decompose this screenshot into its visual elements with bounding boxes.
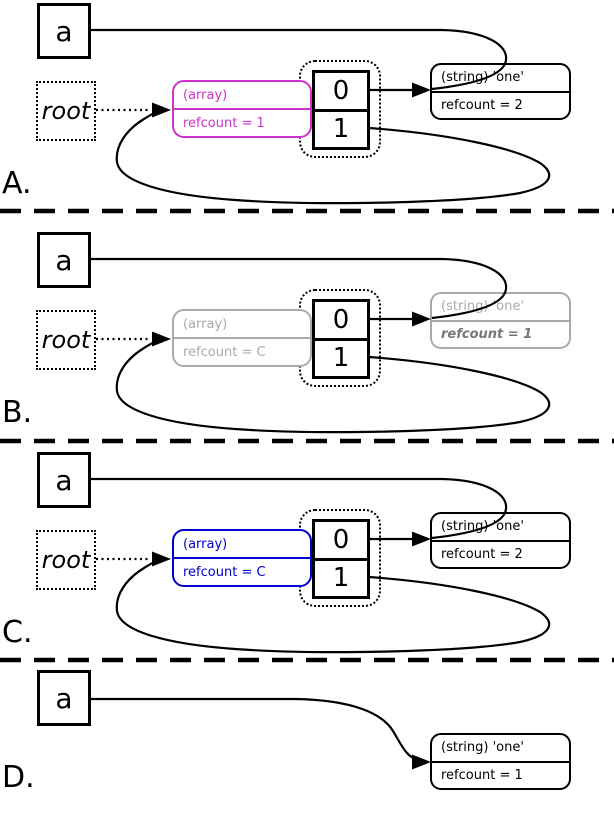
string-refcount-label: refcount = 1 [441,767,523,783]
root-label: root [41,326,91,354]
root-box: root [36,81,96,141]
array-cell-0: 0 [315,302,367,341]
array-cell-0: 0 [315,73,367,112]
array-cell-1: 1 [332,343,350,374]
panel-label: B. [2,395,33,430]
string-type-label: (string) 'one' [432,514,569,542]
array-cell-1: 1 [332,114,350,145]
string-refcount-label: refcount = 2 [441,546,523,562]
variable-box: a [37,452,91,508]
array-cells-box: 0 1 [312,299,370,379]
panel-d: a (string) 'one' refcount = 1 D. [0,670,614,810]
string-box: (string) 'one' refcount = 1 [430,733,571,790]
panel-c: a root (array) refcount = C 0 1 (string)… [0,452,614,664]
array-box: (array) refcount = C [172,529,312,587]
array-type-label: (array) [174,311,310,339]
string-type-label: (string) 'one' [432,65,569,93]
string-box: (string) 'one' refcount = 2 [430,512,571,569]
string-box: (string) 'one' refcount = 1 [430,292,571,349]
root-label: root [41,97,91,125]
variable-label: a [55,243,73,277]
array-cells-box: 0 1 [312,70,370,150]
root-box: root [36,530,96,590]
variable-box: a [37,3,91,59]
array-refcount-label: refcount = C [183,564,266,580]
string-type-label: (string) 'one' [432,735,569,763]
string-refcount-label: refcount = 1 [441,326,533,342]
string-box: (string) 'one' refcount = 2 [430,63,571,120]
variable-label: a [55,463,73,497]
panel-label: C. [2,615,33,650]
array-type-label: (array) [174,82,310,110]
variable-box: a [37,232,91,288]
array-cells-box: 0 1 [312,519,370,599]
array-box: (array) refcount = 1 [172,80,312,138]
panel-label: D. [2,760,35,795]
array-cell-0: 0 [315,522,367,561]
panel-a: a root (array) refcount = 1 0 1 (string)… [0,3,614,215]
string-refcount-label: refcount = 2 [441,97,523,113]
array-refcount-label: refcount = C [183,344,266,360]
array-box: (array) refcount = C [172,309,312,367]
variable-label: a [55,681,73,715]
panel-label: A. [2,166,32,201]
array-refcount-label: refcount = 1 [183,115,265,131]
root-label: root [41,546,91,574]
array-type-label: (array) [174,531,310,559]
array-cell-1: 1 [332,563,350,594]
variable-box: a [37,670,91,726]
variable-label: a [55,14,73,48]
root-box: root [36,310,96,370]
string-type-label: (string) 'one' [432,294,569,322]
panel-b: a root (array) refcount = C 0 1 (string)… [0,232,614,444]
